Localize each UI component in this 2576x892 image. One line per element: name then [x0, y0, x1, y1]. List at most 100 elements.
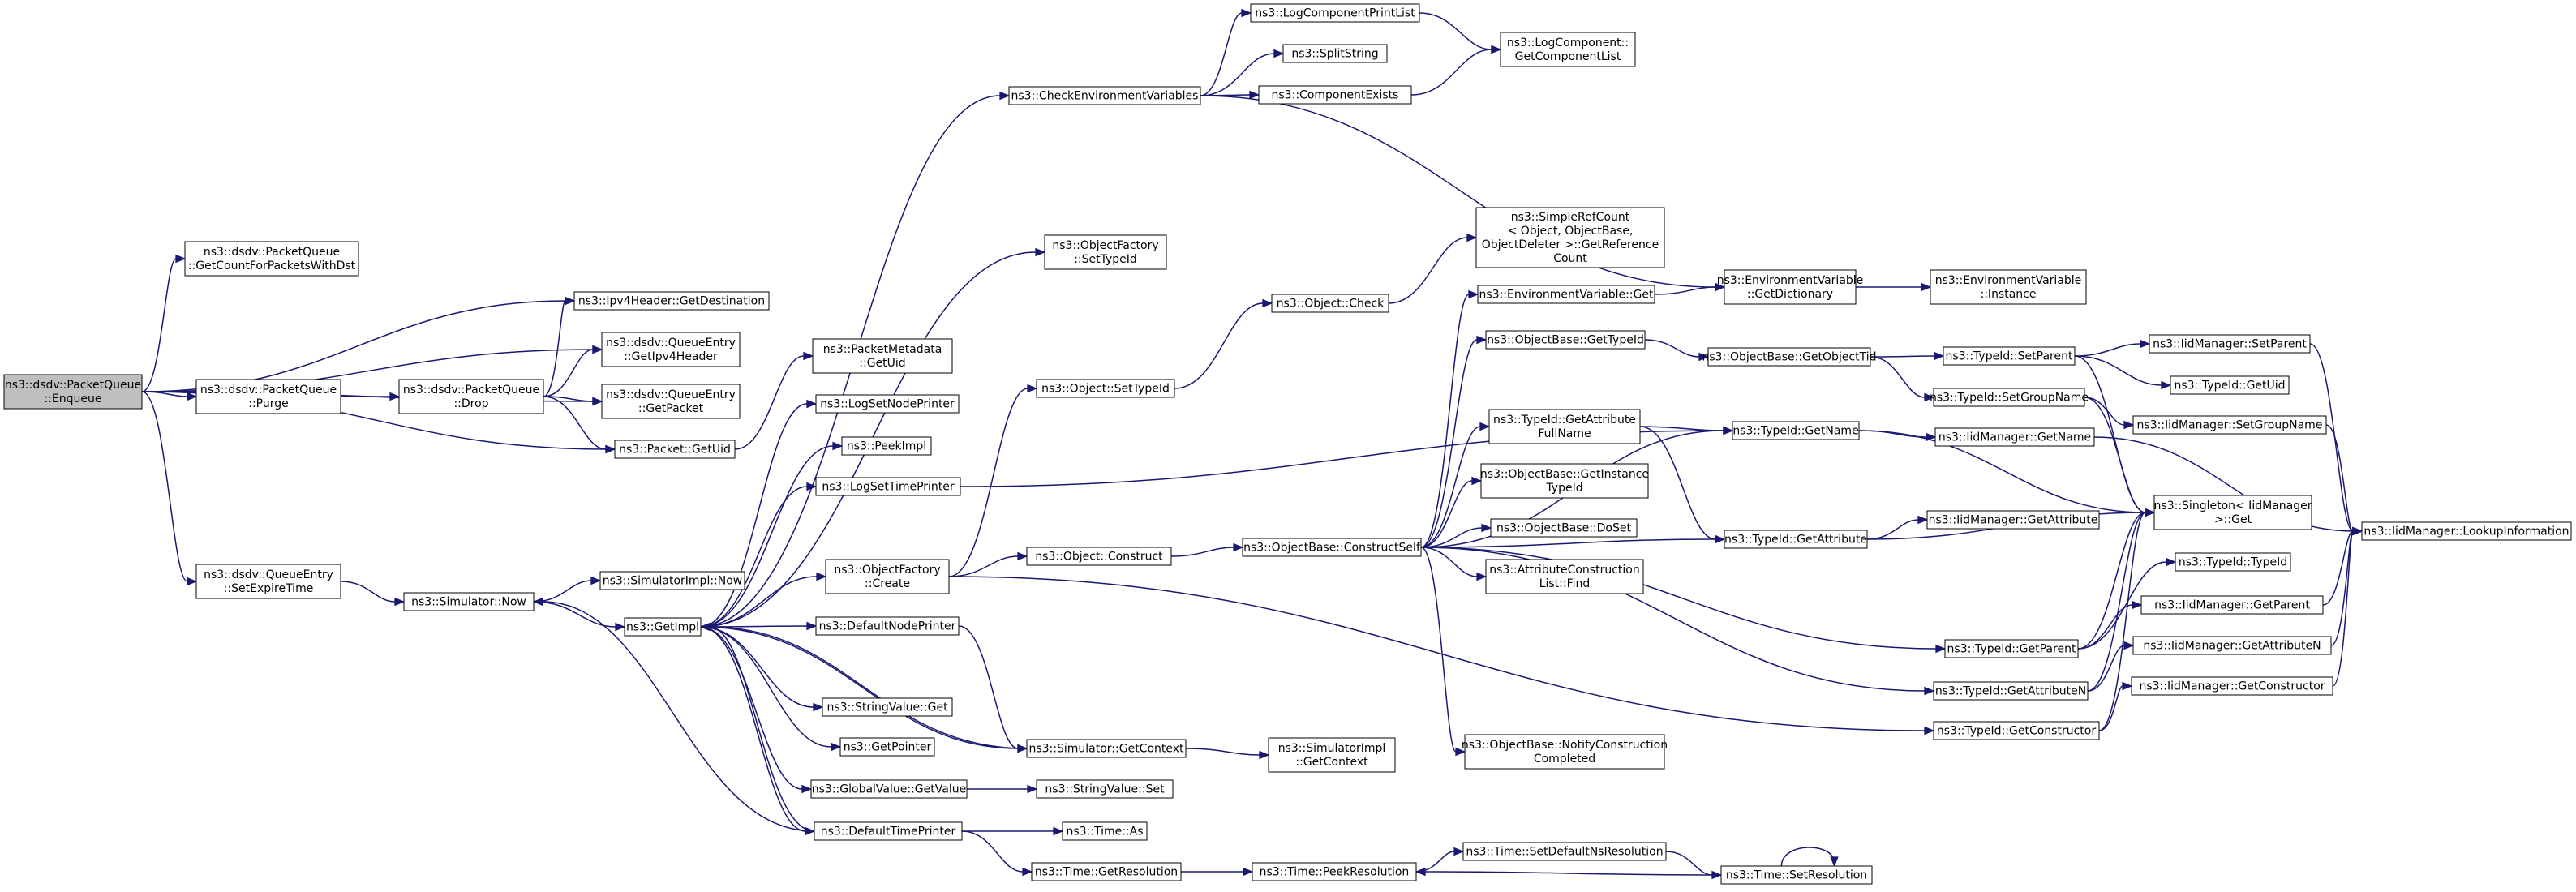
node-box	[1462, 842, 1667, 861]
node-logtime[interactable]: ns3::LogSetTimePrinter	[815, 477, 961, 496]
node-label: ns3::DefaultTimePrinter	[821, 826, 956, 838]
node-gvget[interactable]: ns3::GlobalValue::GetValue	[810, 779, 968, 799]
node-iidgetparent[interactable]: ns3::IidManager::GetParent	[2140, 595, 2324, 615]
node-box	[2153, 495, 2312, 530]
node-timesetdefns[interactable]: ns3::Time::SetDefaultNsResolution	[1462, 842, 1667, 861]
node-ofcreate[interactable]: ns3::ObjectFactory::Create	[825, 559, 950, 594]
node-label: ns3::TypeId::GetAttributeN	[1935, 685, 2086, 698]
edge-arrowhead	[999, 91, 1011, 101]
node-envinstance[interactable]: ns3::EnvironmentVariable::Instance	[1930, 269, 2087, 305]
node-timegetres[interactable]: ns3::Time::GetResolution	[1031, 862, 1182, 881]
node-compexists[interactable]: ns3::ComponentExists	[1258, 85, 1412, 105]
node-peekimpl[interactable]: ns3::PeekImpl	[841, 436, 932, 456]
node-tidgetattr[interactable]: ns3::TypeId::GetAttribute	[1724, 530, 1868, 549]
node-box	[1488, 409, 1641, 444]
node-timesetres[interactable]: ns3::Time::SetResolution	[1720, 865, 1873, 885]
node-getcount[interactable]: ns3::dsdv::PacketQueue::GetCountForPacke…	[184, 241, 359, 277]
node-obgetobjtid[interactable]: ns3::ObjectBase::GetObjectTid	[1702, 347, 1877, 367]
edge-arrowhead	[1698, 352, 1710, 362]
edge-arrowhead	[1035, 247, 1046, 257]
edge-arrowhead	[1259, 750, 1270, 760]
edge-timepeekres-to-timesetdefns	[1415, 851, 1455, 873]
node-iidgetname[interactable]: ns3::IidManager::GetName	[1934, 427, 2095, 447]
node-enqueue[interactable]: ns3::dsdv::PacketQueue::Enqueue	[3, 374, 143, 410]
edge-arrowhead	[1476, 335, 1488, 345]
edge-arrowhead	[1468, 289, 1479, 299]
node-metauid[interactable]: ns3::PacketMetadata::GetUid	[812, 338, 953, 374]
node-defnode[interactable]: ns3::DefaultNodePrinter	[815, 616, 960, 636]
node-getipv4header[interactable]: ns3::dsdv::QueueEntry::GetIpv4Header	[601, 332, 741, 367]
node-label: ns3::TypeId::GetUid	[2174, 380, 2285, 392]
node-envdict[interactable]: ns3::EnvironmentVariable::GetDictionary	[1717, 269, 1864, 305]
node-label: ns3::TypeId::SetParent	[1946, 350, 2073, 363]
node-ipv4dest[interactable]: ns3::Ipv4Header::GetDestination	[573, 291, 770, 311]
edge-arrowhead	[816, 572, 827, 581]
node-svget[interactable]: ns3::StringValue::Get	[822, 697, 953, 717]
node-label: ns3::dsdv::QueueEntry	[606, 337, 736, 350]
node-tidgetattrn[interactable]: ns3::TypeId::GetAttributeN	[1933, 681, 2089, 701]
edge-arrowhead	[532, 597, 543, 607]
node-iidsetparent[interactable]: ns3::IidManager::SetParent	[2149, 334, 2311, 354]
node-timepeekres[interactable]: ns3::Time::PeekResolution	[1252, 862, 1417, 881]
node-splitstring[interactable]: ns3::SplitString	[1282, 44, 1388, 63]
node-singletonget[interactable]: ns3::Singleton< IidManager>::Get	[2153, 495, 2312, 530]
node-tidsetparent[interactable]: ns3::TypeId::SetParent	[1943, 346, 2076, 366]
node-tidgetuid[interactable]: ns3::TypeId::GetUid	[2170, 375, 2290, 395]
edge-arrowhead	[394, 597, 406, 607]
node-label: ns3::CheckEnvironmentVariables	[1011, 90, 1199, 103]
node-getimpl[interactable]: ns3::GetImpl	[624, 617, 702, 637]
node-logprintlist[interactable]: ns3::LogComponentPrintList	[1250, 3, 1420, 23]
edge-arrowhead	[806, 399, 818, 409]
node-setexpire[interactable]: ns3::dsdv::QueueEntry::SetExpireTime	[195, 564, 341, 599]
node-iidgetattr[interactable]: ns3::IidManager::GetAttribute	[1926, 510, 2100, 530]
edge-constructself-to-obgettypeid	[1420, 339, 1478, 548]
node-objcheck[interactable]: ns3::Object::Check	[1271, 294, 1389, 313]
node-getpointer[interactable]: ns3::GetPointer	[839, 737, 935, 757]
node-timeas[interactable]: ns3::Time::As	[1062, 821, 1148, 841]
node-drop[interactable]: ns3::dsdv::PacketQueue::Drop	[398, 379, 544, 414]
edge-objcheck-to-refcount	[1388, 237, 1468, 304]
node-checkenv[interactable]: ns3::CheckEnvironmentVariables	[1008, 86, 1201, 105]
node-lognode[interactable]: ns3::LogSetNodePrinter	[815, 394, 960, 414]
node-simgetctx[interactable]: ns3::Simulator::GetContext	[1026, 739, 1187, 758]
edge-tidgetparent-to-singletonget	[2077, 512, 2146, 650]
node-tidgetctor[interactable]: ns3::TypeId::GetConstructor	[1933, 721, 2100, 740]
node-box	[1026, 739, 1187, 758]
node-packetuid[interactable]: ns3::Packet::GetUid	[614, 440, 736, 459]
node-ofsettypeid[interactable]: ns3::ObjectFactory::SetTypeId	[1044, 234, 1167, 270]
node-svset[interactable]: ns3::StringValue::Set	[1036, 779, 1174, 799]
node-simimplnow[interactable]: ns3::SimulatorImpl::Now	[599, 571, 745, 590]
node-label: ns3::IidManager::GetAttribute	[1929, 514, 2098, 527]
node-iidgetattrn[interactable]: ns3::IidManager::GetAttributeN	[2132, 636, 2332, 655]
node-box	[1490, 518, 1638, 538]
node-tidgetparent[interactable]: ns3::TypeId::GetParent	[1944, 639, 2079, 658]
node-box	[814, 821, 963, 841]
node-deftime[interactable]: ns3::DefaultTimePrinter	[814, 821, 963, 841]
node-tidtypeid[interactable]: ns3::TypeId::TypeId	[2175, 552, 2291, 572]
node-refcount[interactable]: ns3::SimpleRefCount< Object, ObjectBase,…	[1475, 207, 1665, 268]
node-label: ns3::dsdv::PacketQueue	[204, 246, 340, 259]
node-iidsetgroup[interactable]: ns3::IidManager::SetGroupName	[2132, 415, 2327, 435]
node-obnotify[interactable]: ns3::ObjectBase::NotifyConstructionCompl…	[1462, 734, 1668, 770]
node-purge[interactable]: ns3::dsdv::PacketQueue::Purge	[195, 379, 341, 414]
node-tidgetname[interactable]: ns3::TypeId::GetName	[1732, 421, 1860, 440]
node-objsettypeid[interactable]: ns3::Object::SetTypeId	[1036, 379, 1175, 398]
node-obdoset[interactable]: ns3::ObjectBase::DoSet	[1490, 518, 1638, 538]
node-envget[interactable]: ns3::EnvironmentVariable::Get	[1477, 285, 1655, 304]
node-getpacket[interactable]: ns3::dsdv::QueueEntry::GetPacket	[601, 384, 741, 419]
node-iidlookup[interactable]: ns3::IidManager::LookupInformation	[2361, 521, 2572, 541]
node-simnow[interactable]: ns3::Simulator::Now	[403, 592, 535, 611]
node-obgettypeid[interactable]: ns3::ObjectBase::GetTypeId	[1485, 330, 1646, 350]
node-simimplctx[interactable]: ns3::SimulatorImpl::GetContext	[1268, 737, 1396, 773]
node-objconstruct[interactable]: ns3::Object::Construct	[1026, 547, 1172, 566]
node-tidsetgroup[interactable]: ns3::TypeId::SetGroupName	[1930, 388, 2089, 407]
node-label: ns3::ObjectFactory	[1052, 239, 1158, 252]
node-getcomplist[interactable]: ns3::LogComponent::GetComponentList	[1500, 32, 1636, 67]
node-iidgetctor[interactable]: ns3::IidManager::GetConstructor	[2131, 676, 2333, 696]
edge-checkenv-to-envdict	[1200, 95, 1716, 288]
edge-arrowhead	[1233, 542, 1244, 552]
node-constructself[interactable]: ns3::ObjectBase::ConstructSelf	[1242, 538, 1422, 557]
